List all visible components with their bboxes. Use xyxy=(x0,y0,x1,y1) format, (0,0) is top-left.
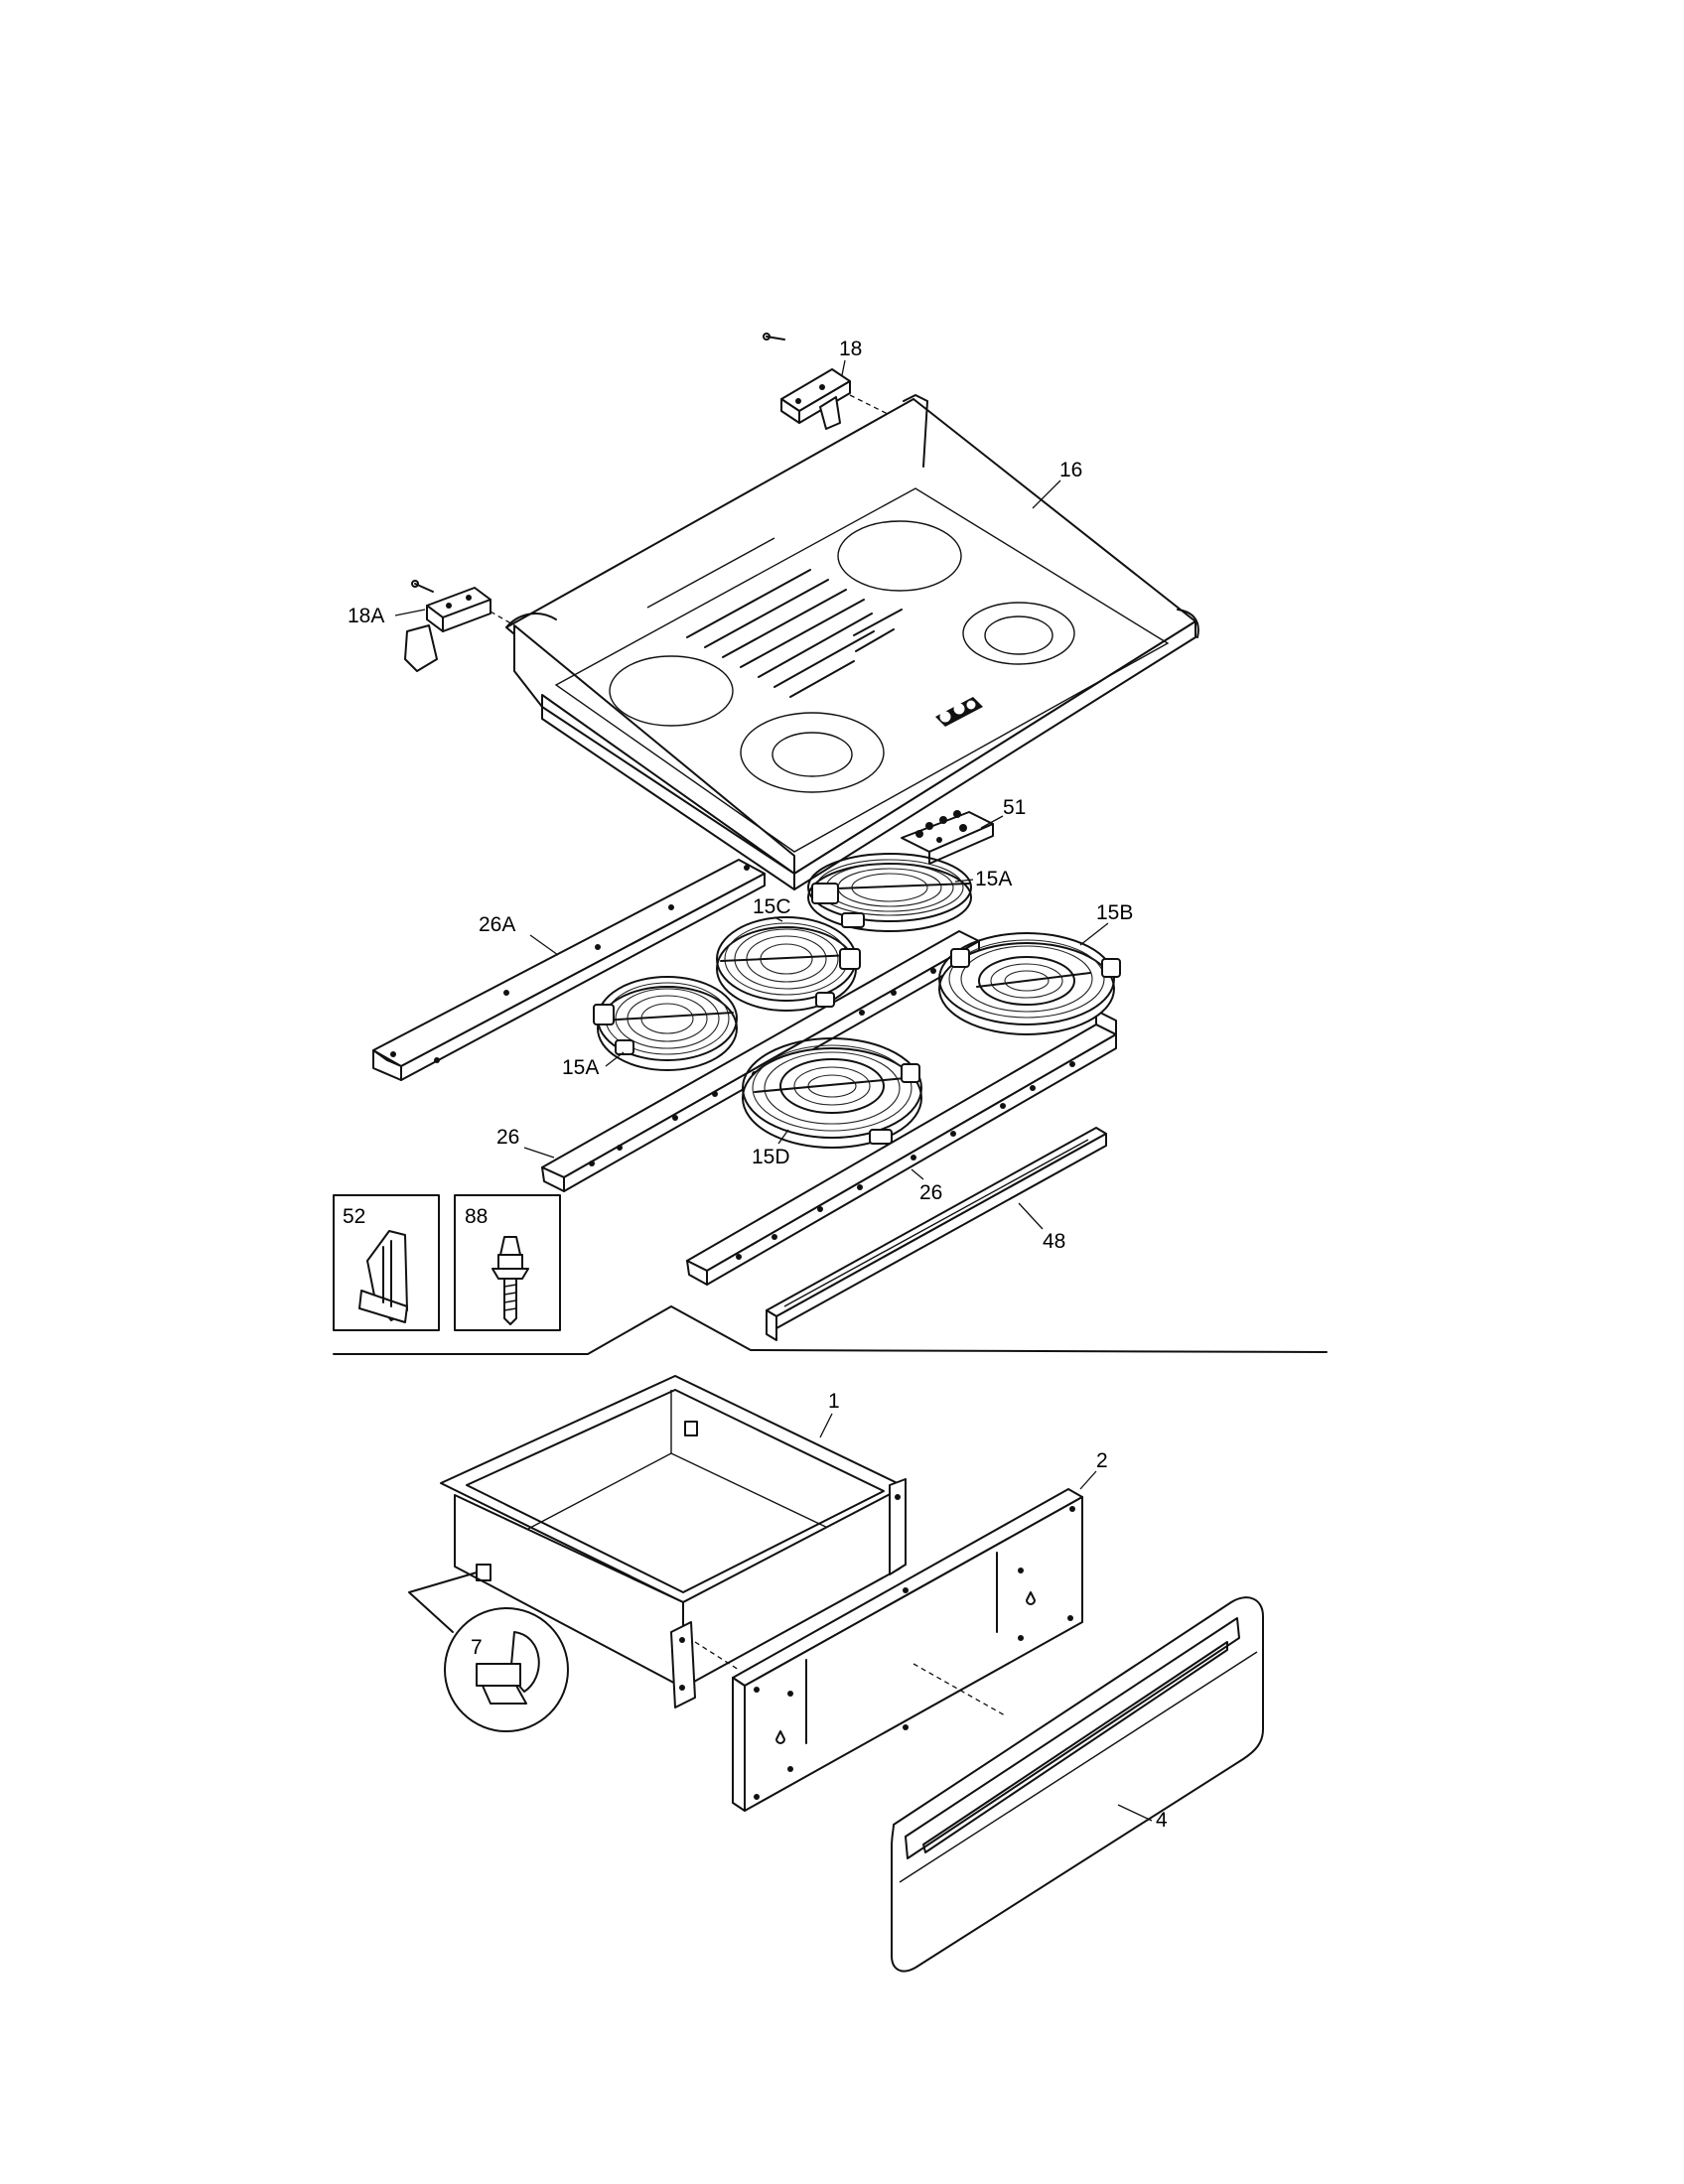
part-4-front-panel xyxy=(891,1596,1264,1973)
label-15b: 15B xyxy=(1096,901,1133,924)
cooktop-indicator-lights xyxy=(935,697,983,727)
inset-part-88 xyxy=(454,1194,561,1331)
part-16-cooktop xyxy=(505,394,1199,890)
part-26-right-rail xyxy=(686,1010,1117,1286)
part-1-drawer-body xyxy=(440,1375,907,1708)
label-18: 18 xyxy=(839,338,862,360)
label-15c: 15C xyxy=(753,895,791,918)
label-51: 51 xyxy=(1003,796,1026,819)
part-2-front-frame xyxy=(732,1488,1083,1812)
part-51-terminal-block xyxy=(901,810,994,865)
label-2: 2 xyxy=(1096,1449,1108,1472)
label-88: 88 xyxy=(465,1205,488,1228)
section-break-line xyxy=(333,1305,1328,1355)
part-15a-element-left xyxy=(593,976,738,1071)
cooktop-vent-slots xyxy=(646,537,903,698)
part-15b-element xyxy=(938,932,1121,1035)
part-15c-element xyxy=(716,916,861,1012)
inset-part-52 xyxy=(333,1194,440,1331)
label-26-left: 26 xyxy=(496,1126,519,1149)
part-18-bracket xyxy=(763,333,891,430)
label-52: 52 xyxy=(343,1205,365,1228)
label-15a-left: 15A xyxy=(562,1056,599,1079)
label-7: 7 xyxy=(471,1636,483,1659)
label-1: 1 xyxy=(828,1390,840,1413)
label-26-right: 26 xyxy=(919,1181,942,1204)
label-4: 4 xyxy=(1156,1809,1168,1832)
label-15a-top: 15A xyxy=(975,868,1012,890)
part-48-channel xyxy=(766,1127,1107,1341)
label-48: 48 xyxy=(1043,1230,1065,1253)
part-15a-element-top xyxy=(807,853,972,932)
part-7-inset xyxy=(408,1571,569,1732)
label-18a: 18A xyxy=(348,605,384,627)
label-16: 16 xyxy=(1059,459,1082,481)
part-15d-element xyxy=(742,1037,922,1149)
label-26a: 26A xyxy=(479,913,515,936)
part-26a-rail xyxy=(372,859,766,1081)
label-15d: 15D xyxy=(752,1146,790,1168)
